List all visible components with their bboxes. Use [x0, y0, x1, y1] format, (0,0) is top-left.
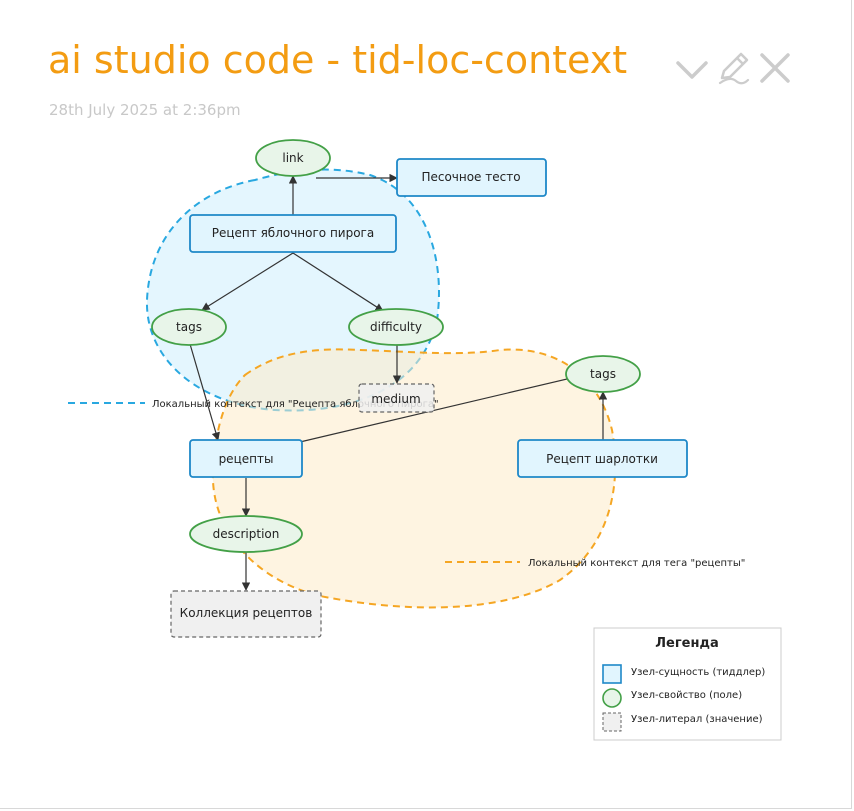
tiddler-timestamp: 28th July 2025 at 2:36pm	[49, 101, 241, 119]
tiddler-title: ai studio code - tid-loc-context	[48, 38, 628, 82]
node-sand-dough[interactable]: Песочное тесто	[396, 158, 547, 197]
node-recipes-label: рецепты	[219, 452, 274, 466]
node-charlotte-label: Рецепт шарлотки	[546, 452, 658, 466]
node-difficulty-label: difficulty	[370, 320, 422, 334]
node-collection[interactable]: Коллекция рецептов	[170, 590, 322, 638]
close-icon	[760, 53, 790, 83]
node-tags-right[interactable]: tags	[565, 355, 641, 393]
legend-title: Легенда	[655, 636, 718, 651]
node-medium[interactable]: medium	[358, 383, 435, 413]
edge-tags-recipes	[189, 343, 220, 441]
edge-apple-pie-difficulty	[292, 252, 384, 312]
node-tags-left[interactable]: tags	[151, 308, 227, 346]
node-apple-pie-label: Рецепт яблочного пирога	[212, 226, 374, 240]
node-description[interactable]: description	[189, 515, 303, 553]
chevron-down-icon	[676, 61, 708, 79]
edge-apple-pie-tags	[201, 252, 294, 311]
node-recipes[interactable]: рецепты	[189, 439, 303, 478]
node-charlotte[interactable]: Рецепт шарлотки	[517, 439, 688, 478]
more-actions-button[interactable]	[674, 50, 710, 86]
node-sand-dough-label: Песочное тесто	[421, 170, 520, 184]
node-collection-label: Коллекция рецептов	[180, 606, 313, 620]
legend-box	[593, 627, 782, 741]
legend-literal-swatch	[602, 712, 622, 732]
node-tags-left-label: tags	[176, 320, 202, 334]
legend-property-label: Узел-свойство (поле)	[631, 690, 742, 701]
node-apple-pie[interactable]: Рецепт яблочного пирога	[189, 214, 397, 253]
legend: Легенда Узел-сущность (тиддлер) Узел-сво…	[593, 627, 782, 741]
legend-property-swatch	[602, 688, 622, 708]
node-description-label: description	[213, 527, 280, 541]
close-button[interactable]	[757, 50, 793, 86]
legend-literal-label: Узел-литерал (значение)	[631, 714, 763, 725]
node-difficulty[interactable]: difficulty	[348, 308, 444, 346]
node-link-label: link	[282, 151, 303, 165]
edit-button[interactable]	[716, 50, 752, 86]
pencil-icon	[718, 52, 750, 85]
node-link[interactable]: link	[255, 139, 331, 177]
tag-recipes-context-label: Локальный контекст для тега "рецепты"	[528, 558, 745, 569]
legend-entity-swatch	[602, 664, 622, 684]
legend-entity-label: Узел-сущность (тиддлер)	[631, 667, 765, 678]
node-tags-right-label: tags	[590, 367, 616, 381]
apple-pie-context-label: Локальный контекст для "Рецепта яблочног…	[152, 399, 439, 410]
node-medium-label: medium	[371, 392, 420, 406]
